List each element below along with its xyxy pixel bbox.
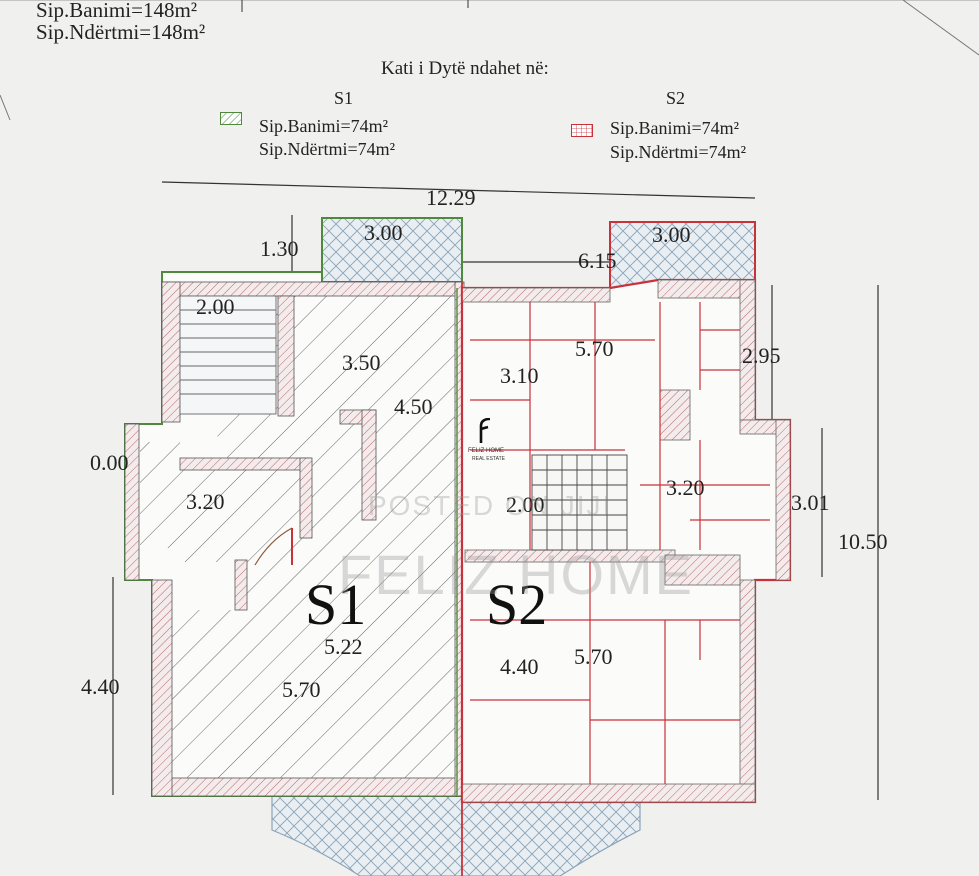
- feliz-home-logo-icon: [479, 418, 490, 443]
- legend-s2-title: S2: [666, 88, 686, 108]
- legend-s2-living: Sip.Banimi=74m²: [610, 118, 740, 138]
- dim-s2-right-a: 2.95: [742, 343, 781, 368]
- logo-name: FELIZ HOME: [468, 448, 505, 454]
- total-living-area: Sip.Banimi=148m²: [36, 0, 198, 22]
- dim-left-level: 0.00: [90, 450, 129, 475]
- division-title: Kati i Dytë ndahet në:: [381, 58, 549, 79]
- legend-s1-swatch: [220, 112, 242, 125]
- dim-room-s1-c: 3.20: [186, 489, 225, 514]
- dim-s2-c: 3.20: [666, 475, 705, 500]
- legend-s1-title: S1: [334, 88, 354, 108]
- dim-balcony-s1: 3.00: [364, 220, 403, 245]
- dim-s1-room-d: 5.22: [324, 634, 363, 659]
- dim-s2-top: 6.15: [578, 248, 617, 273]
- dim-balcony-s2: 3.00: [652, 222, 691, 247]
- dim-left-height: 4.40: [81, 674, 120, 699]
- dim-s1-bottom: 5.70: [282, 677, 321, 702]
- unit-label-s1: S1: [305, 572, 367, 637]
- watermark-posted: POSTED ON JIJI: [368, 490, 613, 521]
- legend-s2-swatch: [571, 124, 593, 137]
- dim-total-height: 10.50: [838, 529, 888, 554]
- legend-s2-built: Sip.Ndërtmi=74m²: [610, 142, 747, 162]
- legend-s1-living: Sip.Banimi=74m²: [259, 116, 389, 136]
- dim-s2-d: 4.40: [500, 654, 539, 679]
- dim-stair-s1: 2.00: [196, 294, 235, 319]
- dim-offset-left: 1.30: [260, 236, 299, 261]
- dim-s2-right-b: 3.01: [791, 490, 830, 515]
- dim-s2-a: 3.10: [500, 363, 539, 388]
- dim-room-s1-b: 4.50: [394, 394, 433, 419]
- total-built-area: Sip.Ndërtmi=148m²: [36, 20, 206, 44]
- dim-s2-e: 5.70: [574, 644, 613, 669]
- unit-label-s2: S2: [486, 572, 548, 637]
- legend-s1-built: Sip.Ndërtmi=74m²: [259, 139, 396, 159]
- logo-tagline: REAL ESTATE: [472, 456, 505, 462]
- dim-room-s1-a: 3.50: [342, 350, 381, 375]
- dim-total-width: 12.29: [426, 185, 476, 210]
- dim-s2-b: 5.70: [575, 336, 614, 361]
- dim-s2-stair: 2.00: [506, 492, 545, 517]
- watermark-brand: FELIZ HOME: [338, 543, 695, 606]
